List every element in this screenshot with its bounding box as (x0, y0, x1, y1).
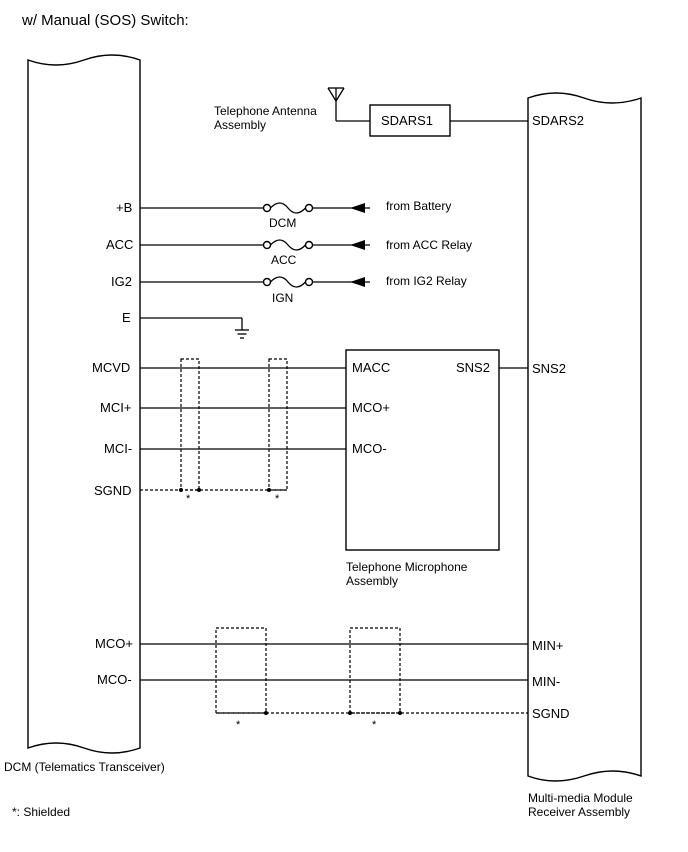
shield-mark: * (186, 493, 191, 505)
source-ig2-relay: from IG2 Relay (386, 274, 467, 288)
microphone-label: Telephone Microphone (346, 560, 468, 574)
antenna-label: Telephone Antenna (214, 104, 317, 118)
source-battery: from Battery (386, 199, 451, 213)
sdars1-label: SDARS1 (381, 113, 433, 128)
footnote: *: Shielded (12, 805, 70, 819)
antenna-icon (327, 87, 370, 122)
dcm-terminal-ig2: IG2 (111, 274, 132, 289)
ground-icon (140, 317, 249, 339)
shield-4 (349, 627, 401, 714)
receiver-terminal-sgnd: SGND (532, 706, 570, 721)
receiver-body (527, 92, 642, 782)
dcm-terminal-mcvd: MCVD (92, 360, 130, 375)
shield-junction (179, 488, 183, 492)
dcm-label: DCM (Telematics Transceiver) (4, 760, 165, 774)
antenna-label-2: Assembly (214, 118, 266, 132)
dcm-body (27, 54, 141, 754)
diagram-title: w/ Manual (SOS) Switch: (21, 12, 189, 29)
shield-junction (197, 488, 201, 492)
arrow-battery-icon (350, 203, 365, 213)
source-acc-relay: from ACC Relay (386, 238, 472, 252)
mic-terminal-mco-plus: MCO+ (352, 400, 390, 415)
fuse-acc-label: ACC (271, 253, 297, 267)
dcm-terminal-mci-plus: MCI+ (100, 400, 131, 415)
receiver-terminal-sdars2: SDARS2 (532, 113, 584, 128)
shield-junction (398, 711, 402, 715)
dcm-terminal-mco-plus: MCO+ (95, 636, 133, 651)
arrow-ig2-icon (350, 277, 365, 287)
mic-terminal-macc: MACC (352, 360, 390, 375)
arrow-acc-icon (350, 240, 365, 250)
microphone-box (345, 349, 500, 551)
mic-terminal-mco-minus: MCO- (352, 441, 387, 456)
dcm-terminal-mci-minus: MCI- (104, 441, 132, 456)
receiver-label: Multi-media Module (528, 791, 633, 805)
shield-1 (180, 358, 200, 491)
shield-mark: * (236, 719, 241, 731)
receiver-label-2: Receiver Assembly (528, 805, 630, 819)
shield-junction (267, 488, 271, 492)
fuse-dcm-icon (262, 202, 314, 214)
receiver-terminal-min-plus: MIN+ (532, 638, 563, 653)
shield-2 (268, 358, 288, 491)
dcm-terminal-b: +B (116, 200, 132, 215)
sdars1-connector-box (369, 104, 451, 137)
shield-junction (348, 711, 352, 715)
dcm-terminal-sgnd: SGND (94, 483, 132, 498)
fuse-dcm-label: DCM (269, 216, 296, 230)
fuse-ign-label: IGN (272, 291, 293, 305)
shield-3 (215, 627, 267, 714)
dcm-terminal-mco-minus: MCO- (97, 672, 132, 687)
shield-mark: * (372, 719, 377, 731)
shield-mark: * (275, 493, 280, 505)
microphone-label-2: Assembly (346, 574, 398, 588)
receiver-terminal-sns2: SNS2 (532, 361, 566, 376)
receiver-terminal-min-minus: MIN- (532, 674, 560, 689)
fuse-acc-icon (262, 239, 314, 251)
dcm-terminal-acc: ACC (106, 237, 133, 252)
fuse-ign-icon (262, 276, 314, 288)
dcm-terminal-e: E (122, 310, 131, 325)
shield-junction (264, 711, 268, 715)
mic-terminal-sns2: SNS2 (456, 360, 490, 375)
